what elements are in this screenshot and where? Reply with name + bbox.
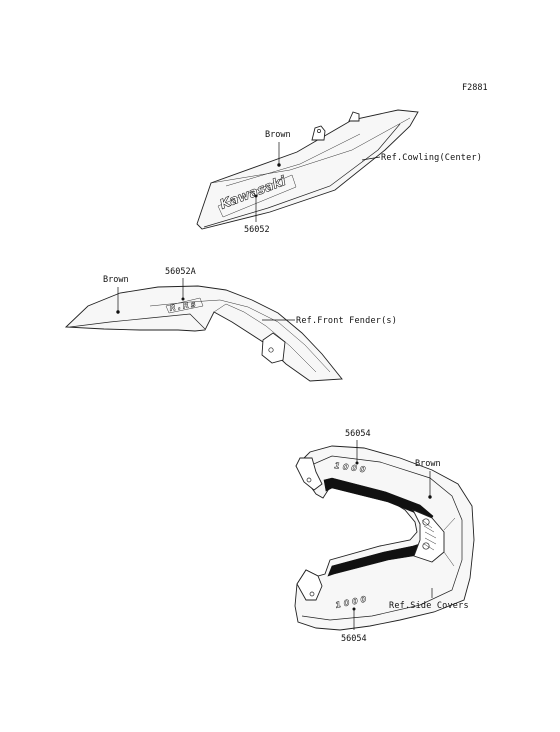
cowling-body (196, 109, 419, 230)
side-cover-part-dot-bottom (352, 607, 356, 611)
cowling-part-number: 56052 (244, 225, 270, 235)
cowling-color-label: Brown (265, 130, 291, 140)
cowling-crease (210, 117, 411, 184)
cowling-center: Kawasaki Brown Ref.Cowling(Center) 56052 (196, 109, 482, 235)
cowling-tab-left (311, 125, 326, 141)
side-cover-tab-top (295, 457, 323, 491)
cowling-decal-border (217, 174, 297, 218)
cowling-tab-hole (317, 129, 321, 133)
front-fender: R.Rs Brown 56052A Ref.Front Fender(s) (64, 267, 397, 382)
side-cover-clip-top (422, 518, 430, 526)
fender-ref-label: Ref.Front Fender(s) (296, 316, 397, 326)
side-cover-color-label: Brown (415, 459, 441, 469)
cowling-ref-leader (361, 156, 381, 161)
fender-ridge (149, 299, 331, 373)
side-cover-part-dot-top (355, 461, 359, 465)
side-cover-part-number-bottom: 56054 (341, 634, 367, 644)
fender-lower-edge (69, 313, 206, 330)
fender-part-dot (181, 297, 185, 301)
side-cover-rear-slots (421, 519, 437, 551)
cowling-inner-line (225, 133, 361, 187)
fender-bracket-hole (268, 347, 274, 353)
fender-inner-edge (213, 303, 317, 373)
cowling-ref-label: Ref.Cowling(Center) (381, 153, 482, 163)
side-cover-tab-bottom (296, 569, 323, 601)
side-cover-outer-crease (299, 455, 463, 621)
fender-color-dot (116, 310, 120, 314)
side-covers: 1000 1000 56054 Brown Ref.Side Covers 56… (294, 429, 475, 644)
side-cover-clip-bottom (422, 542, 430, 550)
cowling-part-dot (254, 194, 258, 198)
cowling-color-dot (277, 163, 281, 167)
fender-body (64, 285, 343, 382)
side-cover-color-dot (428, 495, 432, 499)
fender-part-number: 56052A (165, 267, 196, 277)
cowling-tab-right (348, 111, 360, 122)
side-cover-tab-top-hole (306, 477, 312, 483)
side-cover-rear-panel (412, 509, 445, 563)
side-cover-part-number-top: 56054 (345, 429, 371, 439)
fender-bracket (261, 332, 286, 364)
side-cover-ref-label: Ref.Side Covers (389, 601, 469, 611)
side-cover-inner-crease (443, 517, 456, 567)
fender-color-label: Brown (103, 275, 129, 285)
side-cover-tab-bottom-hole (309, 591, 315, 597)
cowling-lower-edge (203, 123, 401, 228)
figure-code: F2881 (462, 83, 488, 93)
fender-decal-border (165, 297, 204, 314)
